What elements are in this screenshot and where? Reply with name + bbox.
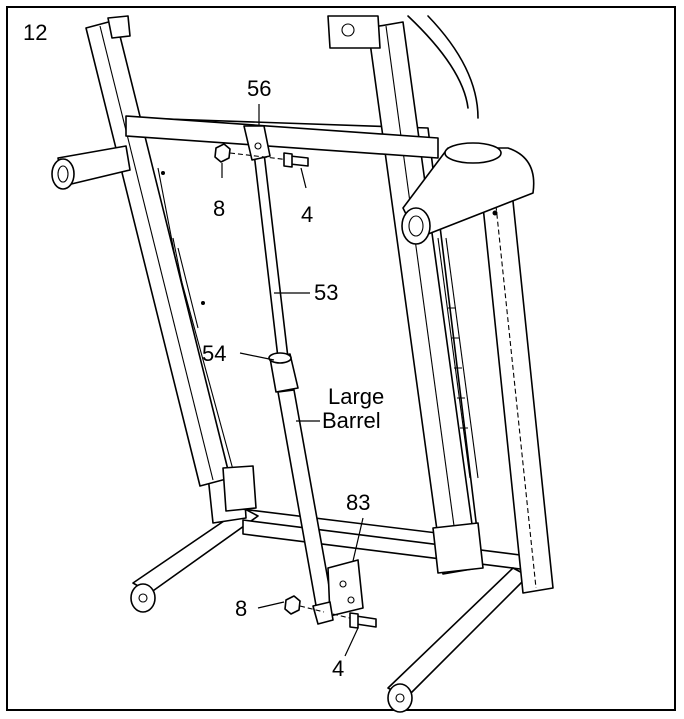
step-number: 12	[23, 20, 48, 45]
bottom-hardware	[284, 595, 377, 629]
callout-54: 54	[202, 341, 227, 366]
callout-large-barrel-line2: Barrel	[322, 408, 381, 433]
diagram-frame: 12 56 8 4 53 54 Large Barrel 83 8 4	[6, 6, 676, 713]
callout-83: 83	[346, 490, 371, 515]
incline-rail	[437, 237, 479, 479]
callout-large-barrel-line1: Large	[328, 384, 385, 409]
console-top	[327, 15, 479, 119]
top-hardware	[214, 143, 309, 168]
callout-56: 56	[247, 76, 272, 101]
left-handrail	[51, 145, 131, 190]
right-handrail	[401, 142, 535, 245]
leader-lines	[221, 104, 364, 657]
callout-8-top: 8	[213, 196, 226, 221]
rear-roller	[222, 465, 484, 574]
callout-4-top: 4	[301, 202, 314, 227]
callout-53: 53	[314, 280, 339, 305]
lower-bracket-part-83	[312, 559, 364, 625]
treadmill-assembly-drawing	[51, 15, 554, 713]
callout-4-bottom: 4	[332, 656, 345, 681]
callout-8-bottom: 8	[235, 596, 248, 621]
right-upright	[367, 21, 554, 594]
cross-bar	[125, 115, 439, 159]
upper-bracket-part-56	[243, 125, 271, 161]
